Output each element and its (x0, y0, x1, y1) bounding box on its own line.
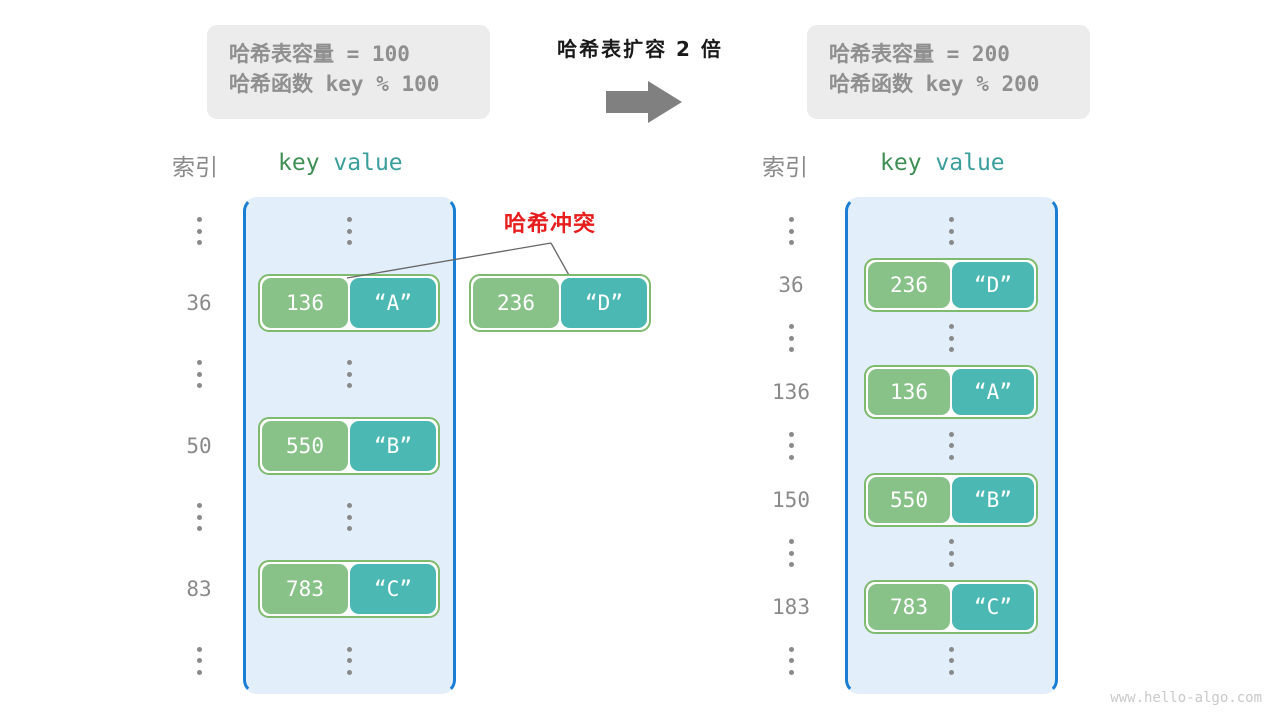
index-label: 50 (186, 433, 212, 458)
left-header-index: 索引 (172, 155, 218, 181)
index-label: 136 (772, 380, 810, 405)
value-cell: “A” (952, 369, 1034, 416)
index-ellipsis (786, 217, 796, 245)
bucket-ellipsis (344, 360, 354, 389)
left-function-value: key % 100 (313, 72, 440, 96)
right-header-index: 索引 (762, 155, 808, 181)
key-cell: 550 (262, 420, 348, 471)
bucket-ellipsis (946, 217, 956, 245)
key-cell: 783 (868, 583, 950, 630)
key-value-pair: 136“A” (258, 273, 440, 332)
left-function-line: 哈希函数 key % 100 (229, 69, 468, 99)
value-cell: “C” (952, 583, 1034, 630)
left-header-value: value (333, 150, 403, 176)
left-header-keyvalue: key value (278, 148, 403, 178)
key-cell: 550 (868, 476, 950, 523)
index-label: 36 (778, 272, 804, 297)
right-capacity-label: 哈希表容量 (829, 42, 934, 66)
index-label: 150 (772, 487, 810, 512)
value-cell: “D” (952, 261, 1034, 308)
key-value-pair: 550“B” (864, 472, 1038, 527)
value-cell: “B” (350, 420, 436, 471)
left-capacity-line: 哈希表容量 = 100 (229, 39, 468, 69)
index-ellipsis (194, 360, 204, 389)
left-capacity-label: 哈希表容量 (229, 42, 334, 66)
index-ellipsis (786, 324, 796, 353)
bucket-ellipsis (344, 646, 354, 675)
key-cell: 783 (262, 564, 348, 614)
right-header-value: value (935, 150, 1005, 176)
transition-title: 哈希表扩容 2 倍 (557, 37, 723, 61)
index-label: 83 (186, 577, 212, 601)
key-value-pair: 550“B” (258, 416, 440, 475)
right-capacity-value: = 200 (934, 42, 1010, 66)
index-ellipsis (194, 503, 204, 532)
right-arrow-icon (604, 80, 684, 124)
key-value-pair: 236“D” (864, 257, 1038, 312)
left-header-key: key (278, 150, 320, 176)
collision-value-cell: “D” (561, 278, 647, 328)
right-info-box: 哈希表容量 = 200 哈希函数 key % 200 (807, 25, 1090, 119)
key-cell: 136 (262, 277, 348, 328)
left-capacity-value: = 100 (334, 42, 410, 66)
left-function-label: 哈希函数 (229, 72, 313, 96)
index-ellipsis (194, 646, 204, 675)
key-value-pair: 783“C” (864, 579, 1038, 634)
value-cell: “C” (350, 564, 436, 614)
bucket-ellipsis (946, 431, 956, 460)
right-capacity-line: 哈希表容量 = 200 (829, 39, 1068, 69)
index-label: 36 (186, 290, 212, 315)
collision-pair: 236 “D” (469, 274, 651, 332)
bucket-ellipsis (946, 324, 956, 353)
index-ellipsis (786, 431, 796, 460)
bucket-ellipsis (344, 503, 354, 532)
bucket-ellipsis (946, 646, 956, 675)
index-label: 183 (772, 594, 810, 619)
bucket-ellipsis (344, 217, 354, 245)
key-value-pair: 783“C” (258, 560, 440, 618)
watermark: www.hello-algo.com (1110, 690, 1262, 706)
index-ellipsis (786, 646, 796, 675)
left-info-box: 哈希表容量 = 100 哈希函数 key % 100 (207, 25, 490, 119)
right-function-value: key % 200 (913, 72, 1040, 96)
value-cell: “B” (952, 476, 1034, 523)
collision-label: 哈希冲突 (503, 212, 597, 237)
right-header-keyvalue: key value (880, 148, 1005, 178)
key-cell: 136 (868, 369, 950, 416)
right-function-line: 哈希函数 key % 200 (829, 69, 1068, 99)
bucket-ellipsis (946, 539, 956, 568)
key-value-pair: 136“A” (864, 365, 1038, 420)
value-cell: “A” (350, 277, 436, 328)
index-ellipsis (786, 539, 796, 568)
right-header-key: key (880, 150, 922, 176)
collision-key-cell: 236 (473, 278, 559, 328)
right-function-label: 哈希函数 (829, 72, 913, 96)
key-cell: 236 (868, 261, 950, 308)
index-ellipsis (194, 217, 204, 245)
